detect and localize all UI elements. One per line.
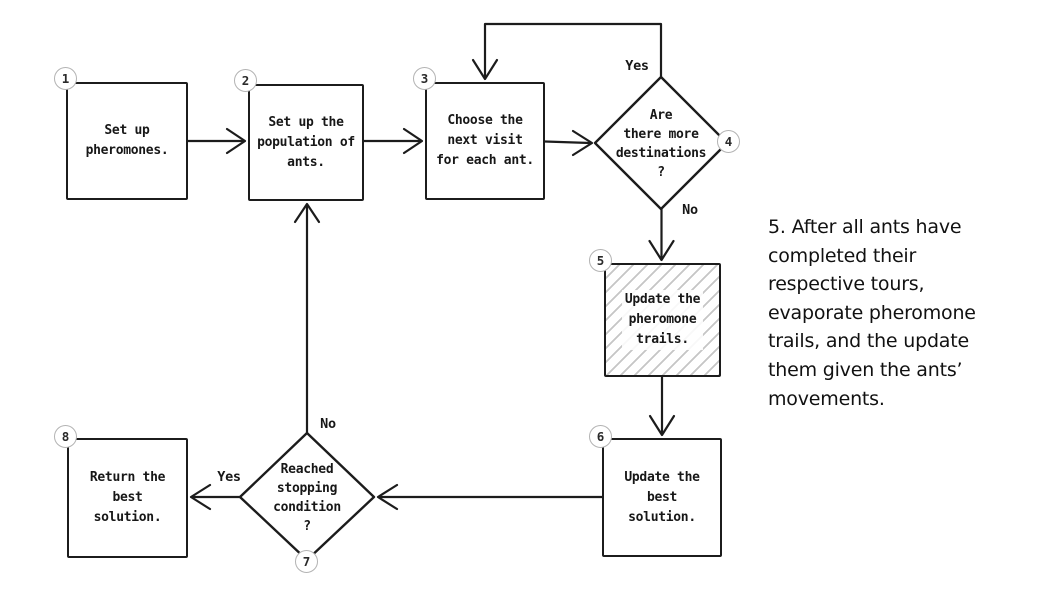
arrowhead-into-3-top bbox=[471, 58, 499, 81]
connector-yes-loop-4-to-3 bbox=[483, 22, 663, 79]
step-badge-4: 4 bbox=[717, 130, 740, 153]
node-label: Set up pheromones. bbox=[85, 123, 169, 158]
node-update-pheromone-trails: Update the pheromone trails. bbox=[604, 263, 721, 377]
decision-label-stopping-condition: Reached stopping condition ? bbox=[273, 462, 341, 534]
arrowhead-into-2-bottom bbox=[293, 202, 321, 224]
node-update-best-solution: Update the best solution. bbox=[602, 438, 722, 557]
step-badge-2: 2 bbox=[234, 69, 257, 92]
arrowhead-into-4 bbox=[571, 129, 594, 157]
edge-label-yes-more-destinations: Yes bbox=[625, 58, 649, 74]
node-label: Set up the population of ants. bbox=[257, 114, 355, 170]
node-label: Return the best solution. bbox=[89, 470, 166, 525]
step-badge-6: 6 bbox=[589, 425, 612, 448]
step-badge-3: 3 bbox=[413, 67, 436, 90]
annotation-line: respective tours, bbox=[768, 273, 925, 296]
arrowhead-into-8 bbox=[189, 483, 212, 511]
annotation-line: evaporate pheromone bbox=[768, 301, 976, 324]
step-badge-7: 7 bbox=[295, 550, 318, 573]
arrowhead-into-7 bbox=[376, 483, 399, 511]
node-label: Choose the next visit for each ant. bbox=[436, 113, 534, 168]
annotation-note: 5. After all ants have completed their r… bbox=[768, 213, 1030, 413]
arrowhead-into-6 bbox=[648, 414, 676, 437]
annotation-line: completed their bbox=[768, 244, 917, 267]
connector-3-to-4 bbox=[543, 140, 592, 145]
node-return-best-solution: Return the best solution. bbox=[67, 438, 188, 558]
annotation-line: them given the ants’ bbox=[768, 358, 963, 381]
arrowhead-into-3 bbox=[402, 127, 424, 155]
arrowhead-into-5 bbox=[648, 239, 675, 262]
annotation-line: 5. After all ants have bbox=[768, 216, 962, 238]
arrowhead-into-2 bbox=[225, 127, 247, 155]
edge-label-no-stopping: No bbox=[320, 416, 336, 432]
step-badge-1: 1 bbox=[54, 67, 77, 90]
edge-label-yes-stopping: Yes bbox=[217, 469, 241, 485]
edge-label-no-more-destinations: No bbox=[682, 202, 698, 218]
badge-number: 2 bbox=[241, 73, 250, 88]
badge-number: 3 bbox=[420, 71, 429, 86]
badge-number: 4 bbox=[724, 134, 733, 149]
node-setup-pheromones: Set up pheromones. bbox=[66, 82, 188, 200]
node-label: Update the pheromone trails. bbox=[621, 290, 704, 350]
badge-number: 1 bbox=[61, 71, 70, 86]
badge-number: 6 bbox=[596, 429, 605, 444]
badge-number: 5 bbox=[596, 253, 605, 268]
node-choose-next-visit: Choose the next visit for each ant. bbox=[425, 82, 545, 200]
decision-label-more-destinations: Are there more destinations ? bbox=[615, 108, 707, 180]
annotation-line: trails, and the update bbox=[768, 330, 969, 353]
step-badge-5: 5 bbox=[589, 249, 612, 272]
badge-number: 8 bbox=[61, 429, 70, 444]
badge-number: 7 bbox=[302, 554, 311, 569]
node-setup-ant-population: Set up the population of ants. bbox=[248, 84, 364, 201]
step-badge-8: 8 bbox=[54, 425, 77, 448]
annotation-line: movements. bbox=[768, 387, 885, 410]
node-label: Update the best solution. bbox=[624, 469, 700, 525]
